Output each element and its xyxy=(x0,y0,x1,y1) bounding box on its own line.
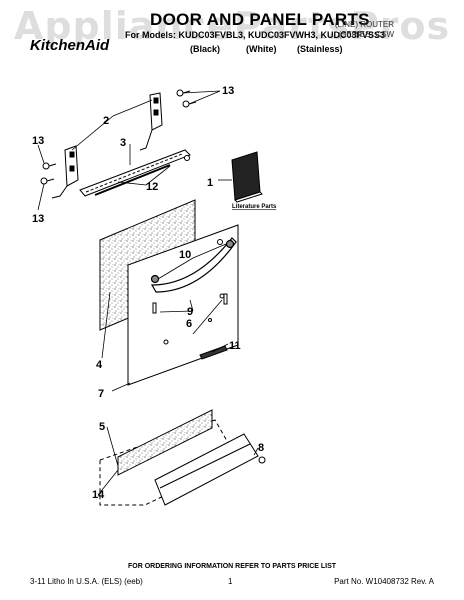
nameplate-badge xyxy=(199,345,228,360)
mounting-bracket-left xyxy=(51,145,79,199)
leader-lines xyxy=(37,90,259,496)
color-stainless: (Stainless) xyxy=(297,44,343,54)
literature-parts-booklet xyxy=(231,151,263,203)
callout-13: 13 xyxy=(32,213,44,225)
corner-note-line: (SERIES) CSW xyxy=(338,30,394,39)
callout-13: 13 xyxy=(32,135,44,147)
mounting-bracket-top xyxy=(139,92,163,151)
callout-1: 1 xyxy=(207,177,213,189)
corner-note: (LINE) ROUTER (SERIES) CSW xyxy=(335,20,394,40)
handle-spacer xyxy=(152,293,228,314)
callout-10: 10 xyxy=(179,249,191,261)
color-black: (Black) xyxy=(190,44,221,54)
brand-logo: KitchenAid xyxy=(30,37,110,54)
screw-icon xyxy=(40,89,197,185)
page-number: 1 xyxy=(228,577,233,586)
watermark: AppliancePartsPros xyxy=(13,4,451,48)
callout-12: 12 xyxy=(146,181,158,193)
page-title: DOOR AND PANEL PARTS xyxy=(150,10,370,29)
callout-2: 2 xyxy=(103,115,109,127)
door-handle xyxy=(150,237,237,293)
color-white: (White) xyxy=(246,44,277,54)
callout-4: 4 xyxy=(96,359,103,371)
callout-6: 6 xyxy=(186,318,192,330)
part-number: Part No. W10408732 Rev. A xyxy=(334,577,434,586)
callout-5: 5 xyxy=(99,421,105,433)
callout-11: 11 xyxy=(229,340,241,352)
kickplate-assembly xyxy=(99,409,266,506)
callout-8: 8 xyxy=(258,442,264,454)
callout-9: 9 xyxy=(187,306,193,318)
models-line: For Models: KUDC03FVBL3, KUDC03FVWH3, KU… xyxy=(125,30,386,40)
support-rail xyxy=(79,149,191,197)
callout-7: 7 xyxy=(98,388,104,400)
footer-litho: 3-11 Litho In U.S.A. (ELS) (eeb) xyxy=(30,577,143,586)
callout-14: 14 xyxy=(92,489,105,501)
corner-note-line: (LINE) ROUTER xyxy=(334,20,394,29)
callout-13: 13 xyxy=(222,85,234,97)
callout-3: 3 xyxy=(120,137,126,149)
literature-parts-label: Literature Parts xyxy=(232,204,277,210)
ordering-note: FOR ORDERING INFORMATION REFER TO PARTS … xyxy=(127,563,337,570)
